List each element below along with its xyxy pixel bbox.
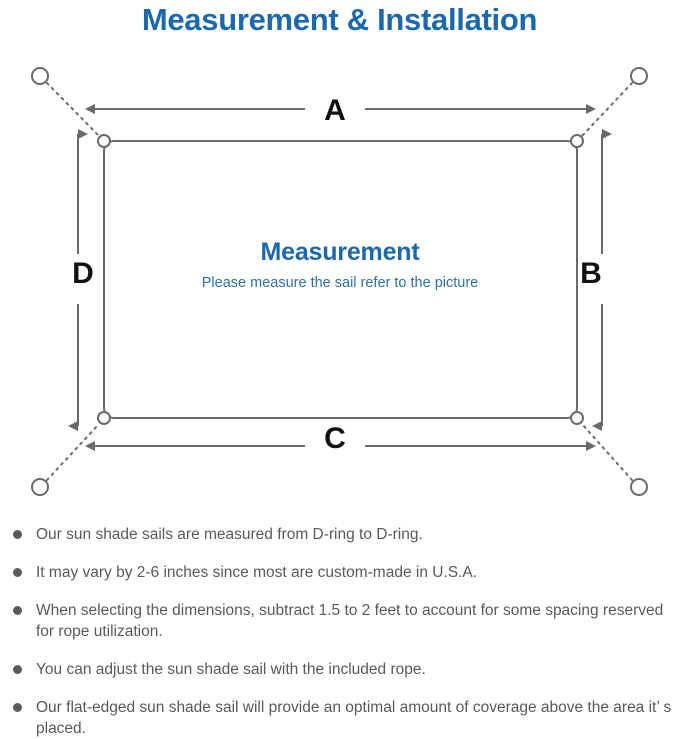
bullet-icon xyxy=(13,703,22,712)
anchor-point-bottom-left xyxy=(31,478,49,496)
rope-top-left xyxy=(46,82,100,137)
rope-top-right xyxy=(581,82,633,137)
dimension-label-d: D xyxy=(72,257,94,290)
measurement-heading: Measurement xyxy=(260,238,420,266)
list-item: Our flat-edged sun shade sail will provi… xyxy=(10,697,679,739)
bullet-icon xyxy=(13,665,22,674)
page-title: Measurement & Installation xyxy=(141,2,538,37)
note-text: You can adjust the sun shade sail with t… xyxy=(36,661,426,678)
list-item: It may vary by 2-6 inches since most are… xyxy=(10,562,679,583)
dimension-label-a: A xyxy=(324,94,346,127)
anchor-point-top-right xyxy=(630,67,648,85)
rope-bottom-left xyxy=(46,423,100,481)
list-item: You can adjust the sun shade sail with t… xyxy=(10,659,679,680)
dimension-label-c: C xyxy=(324,422,346,455)
anchor-point-top-left xyxy=(31,67,49,85)
bullet-icon xyxy=(13,530,22,539)
rope-lines xyxy=(46,82,633,481)
sail-center-caption: Measurement Please measure the sail refe… xyxy=(130,236,550,294)
d-ring-bottom-right xyxy=(570,411,584,425)
sail-body-outline xyxy=(103,140,578,419)
list-item: When selecting the dimensions, subtract … xyxy=(10,600,679,642)
list-item: Our sun shade sails are measured from D-… xyxy=(10,524,679,545)
rope-bottom-right xyxy=(581,423,633,481)
measurement-subtitle: Please measure the sail refer to the pic… xyxy=(201,275,479,291)
bullet-icon xyxy=(13,568,22,577)
note-text: Our sun shade sails are measured from D-… xyxy=(36,526,423,543)
note-text: When selecting the dimensions, subtract … xyxy=(36,602,664,640)
sail-measurement-diagram: A C D B Measurement Please measure the s… xyxy=(0,46,679,516)
note-text: Our flat-edged sun shade sail will provi… xyxy=(36,699,672,737)
d-ring-top-right xyxy=(570,134,584,148)
bullet-icon xyxy=(13,606,22,615)
dimension-label-b: B xyxy=(580,257,602,290)
note-text: It may vary by 2-6 inches since most are… xyxy=(36,564,478,581)
notes-list: Our sun shade sails are measured from D-… xyxy=(10,524,679,739)
d-ring-bottom-left xyxy=(97,411,111,425)
anchor-points xyxy=(31,67,648,496)
d-rings xyxy=(97,134,584,425)
anchor-point-bottom-right xyxy=(630,478,648,496)
d-ring-top-left xyxy=(97,134,111,148)
